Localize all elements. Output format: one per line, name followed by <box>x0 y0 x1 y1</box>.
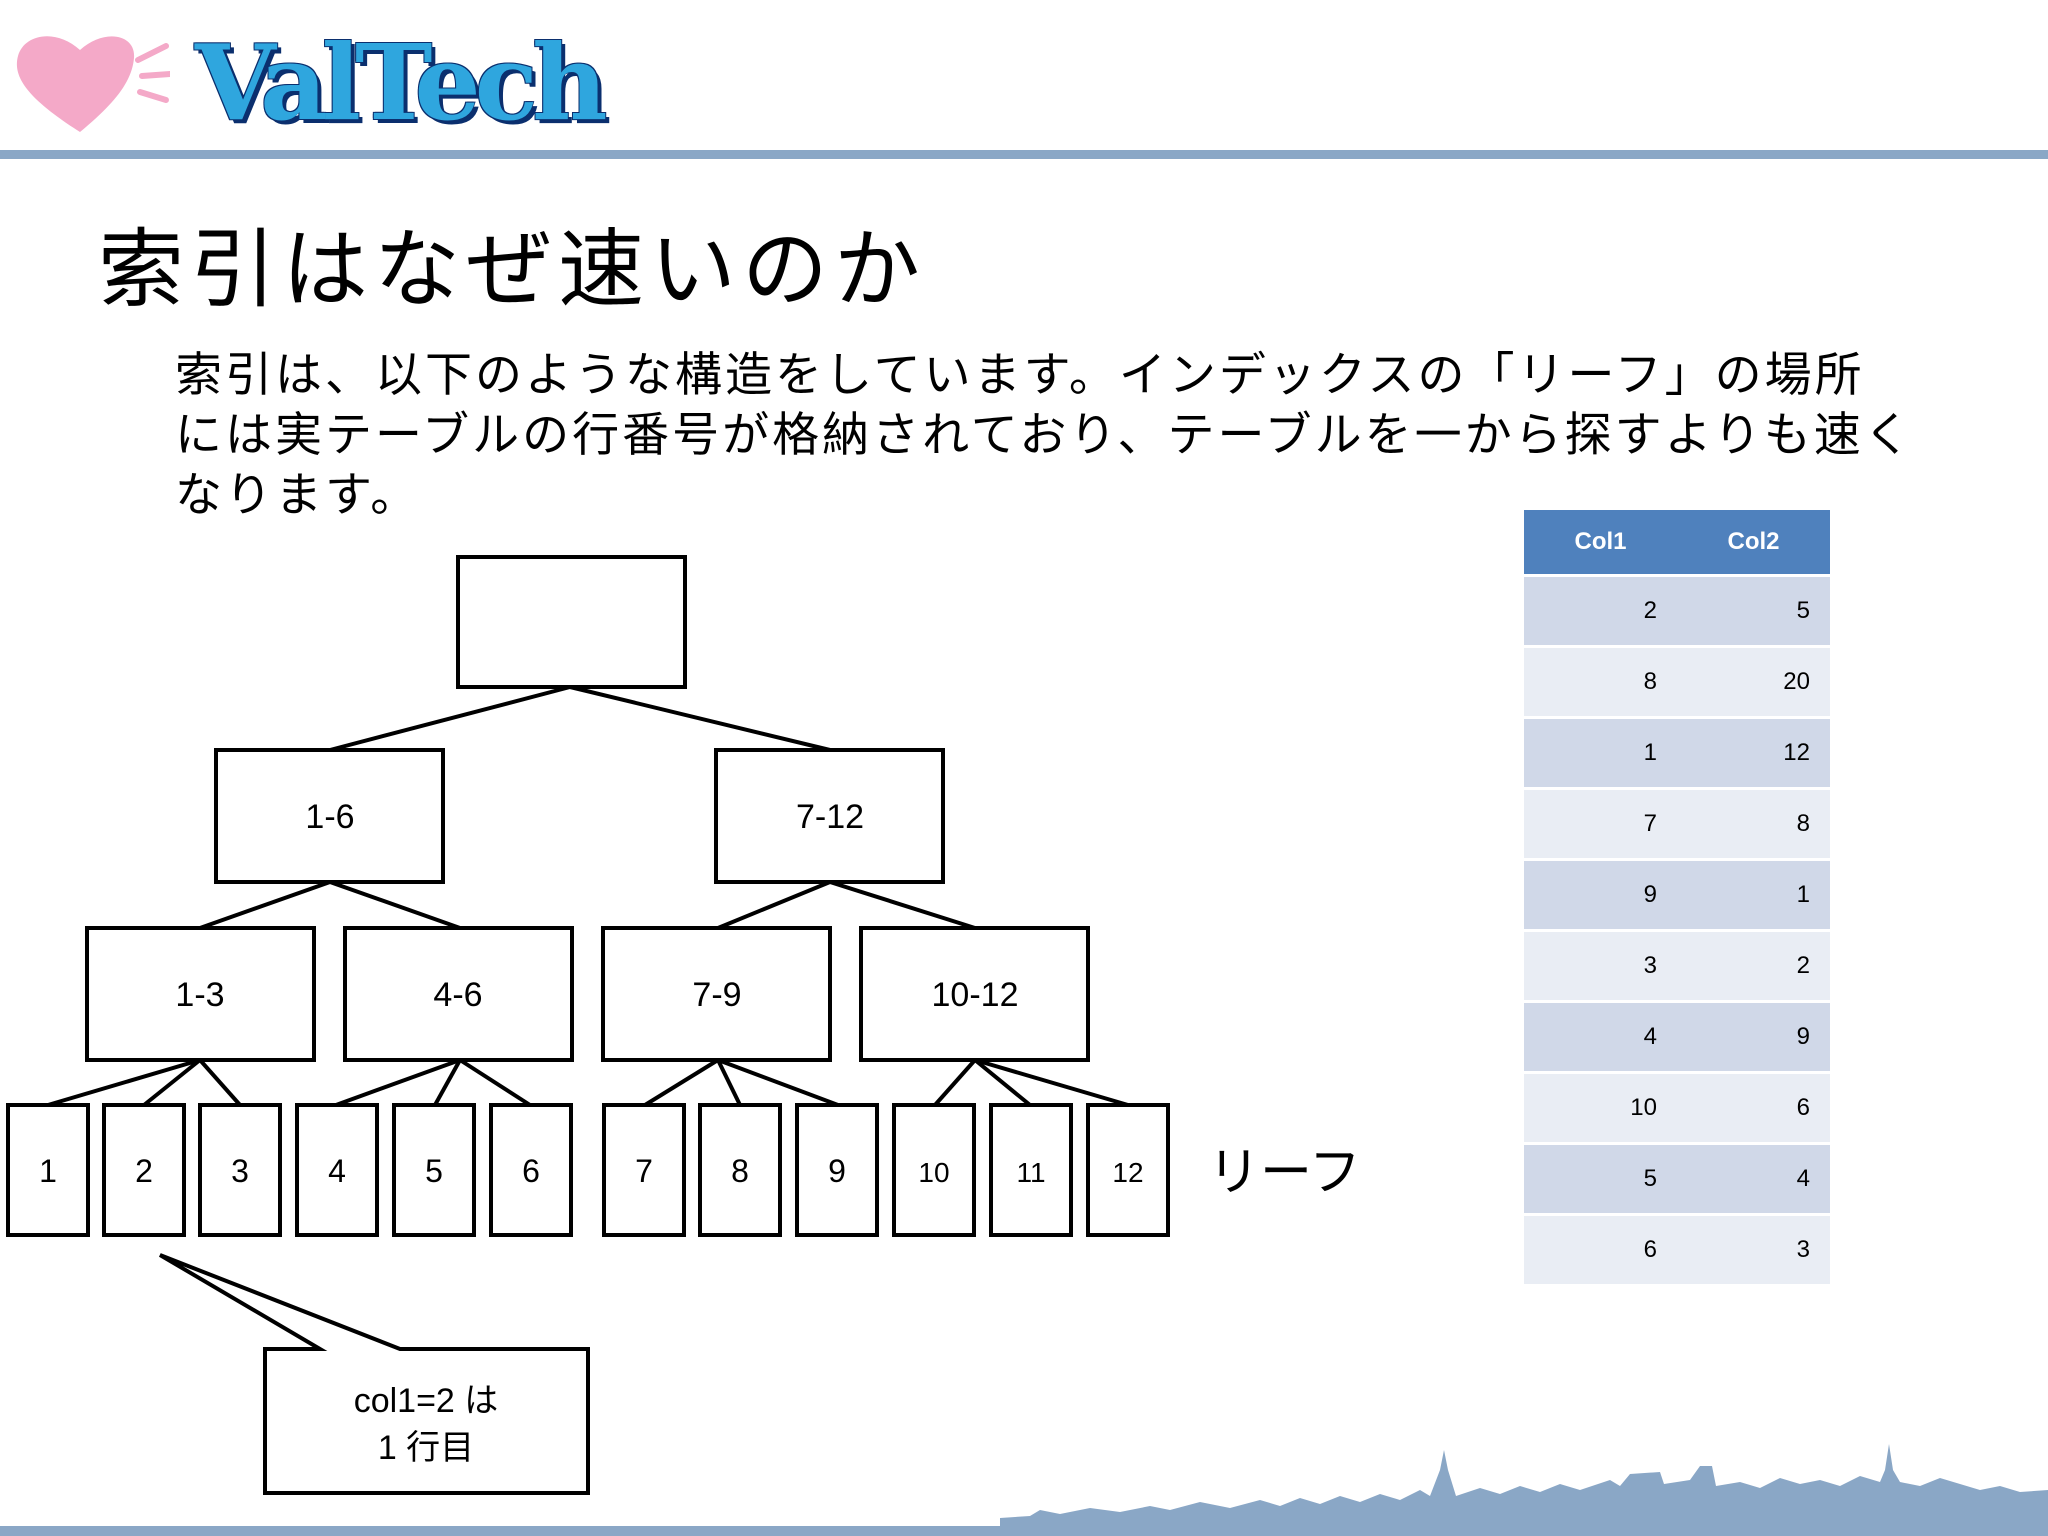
table-cell: 8 <box>1524 646 1677 719</box>
leaf-label: 8 <box>731 1153 749 1189</box>
leaf-node <box>489 1103 573 1237</box>
valtech-logo: ValTech <box>195 21 608 144</box>
slide-body: 索引は、以下のような構造をしています。インデックスの「リーフ」の場所 には実テー… <box>175 346 2005 526</box>
table-cell: 2 <box>1524 575 1677 648</box>
table-cell: 6 <box>1524 1214 1677 1287</box>
body-line: なります。 <box>175 468 421 523</box>
leaf-node <box>295 1103 379 1237</box>
callout-box <box>158 1253 590 1495</box>
node-1-3 <box>85 926 316 1062</box>
leaf-label: 5 <box>425 1153 443 1189</box>
node-4-6 <box>343 926 574 1062</box>
callout-text: col1=2 は <box>354 1382 499 1420</box>
btree-diagram: 1-6 7-12 1-3 4-6 7-9 10-12 1 2 3 4 5 6 7… <box>6 555 1361 1495</box>
leaf-node <box>989 1103 1073 1237</box>
leaf-node <box>392 1103 476 1237</box>
city-skyline-decoration <box>1000 1444 2048 1530</box>
leaf-node <box>102 1103 186 1237</box>
table-cell: 4 <box>1524 1001 1677 1074</box>
table-cell: 4 <box>1677 1143 1830 1216</box>
leaf-caption: リーフ <box>1208 1144 1361 1202</box>
table-cell: 5 <box>1524 1143 1677 1216</box>
leaf-label: 7 <box>635 1153 653 1189</box>
leaf-label: 9 <box>828 1153 846 1189</box>
node-label: 7-9 <box>692 976 741 1014</box>
table-cell: 9 <box>1677 1001 1830 1074</box>
leaf-node <box>892 1103 976 1237</box>
table-cell: 1 <box>1524 717 1677 790</box>
table-cell: 2 <box>1677 930 1830 1003</box>
table-cell: 20 <box>1677 646 1830 719</box>
node-10-12 <box>859 926 1090 1062</box>
node-label: 1-3 <box>175 976 224 1014</box>
leaf-label: 10 <box>918 1157 949 1188</box>
leaf-node <box>1086 1103 1170 1237</box>
leaf-node <box>602 1103 686 1237</box>
leaf-label: 3 <box>231 1153 249 1189</box>
node-7-9 <box>601 926 832 1062</box>
leaf-label: 1 <box>39 1153 57 1189</box>
heart-logo-icon <box>16 36 170 132</box>
table-cell: 7 <box>1524 788 1677 861</box>
leaf-label: 2 <box>135 1153 153 1189</box>
column-header: Col2 <box>1677 510 1830 577</box>
column-header: Col1 <box>1524 510 1677 577</box>
leaf-node <box>795 1103 879 1237</box>
slide-title: 索引はなぜ速いのか <box>98 220 926 320</box>
leaf-label: 12 <box>1112 1157 1143 1188</box>
table-cell: 6 <box>1677 1072 1830 1145</box>
leaf-node <box>698 1103 782 1237</box>
table-header-row: Col1 Col2 <box>1524 510 1830 577</box>
table-cell: 9 <box>1524 859 1677 932</box>
node-7-12 <box>714 748 945 884</box>
leaf-label: 11 <box>1016 1157 1045 1188</box>
table-cell: 3 <box>1524 930 1677 1003</box>
body-line: には実テーブルの行番号が格納されており、テーブルを一から探すよりも速く <box>175 408 1914 463</box>
node-label: 7-12 <box>796 798 864 836</box>
leaf-node <box>198 1103 282 1237</box>
callout-text: 1 行目 <box>378 1429 474 1467</box>
table-cell: 3 <box>1677 1214 1830 1287</box>
node-1-6 <box>214 748 445 884</box>
leaf-label: 4 <box>328 1153 346 1189</box>
node-label: 10-12 <box>932 976 1019 1014</box>
table-cell: 5 <box>1677 575 1830 648</box>
header-divider <box>0 150 2048 159</box>
leaf-node <box>6 1103 90 1237</box>
node-label: 4-6 <box>433 976 482 1014</box>
body-line: 索引は、以下のような構造をしています。インデックスの「リーフ」の場所 <box>175 348 1865 403</box>
table-cell: 8 <box>1677 788 1830 861</box>
table-cell: 12 <box>1677 717 1830 790</box>
node-label: 1-6 <box>305 798 354 836</box>
root-node <box>456 555 687 689</box>
leaf-label: 6 <box>522 1153 540 1189</box>
table-cell: 10 <box>1524 1072 1677 1145</box>
footer-divider <box>0 1526 2048 1536</box>
table-cell: 1 <box>1677 859 1830 932</box>
